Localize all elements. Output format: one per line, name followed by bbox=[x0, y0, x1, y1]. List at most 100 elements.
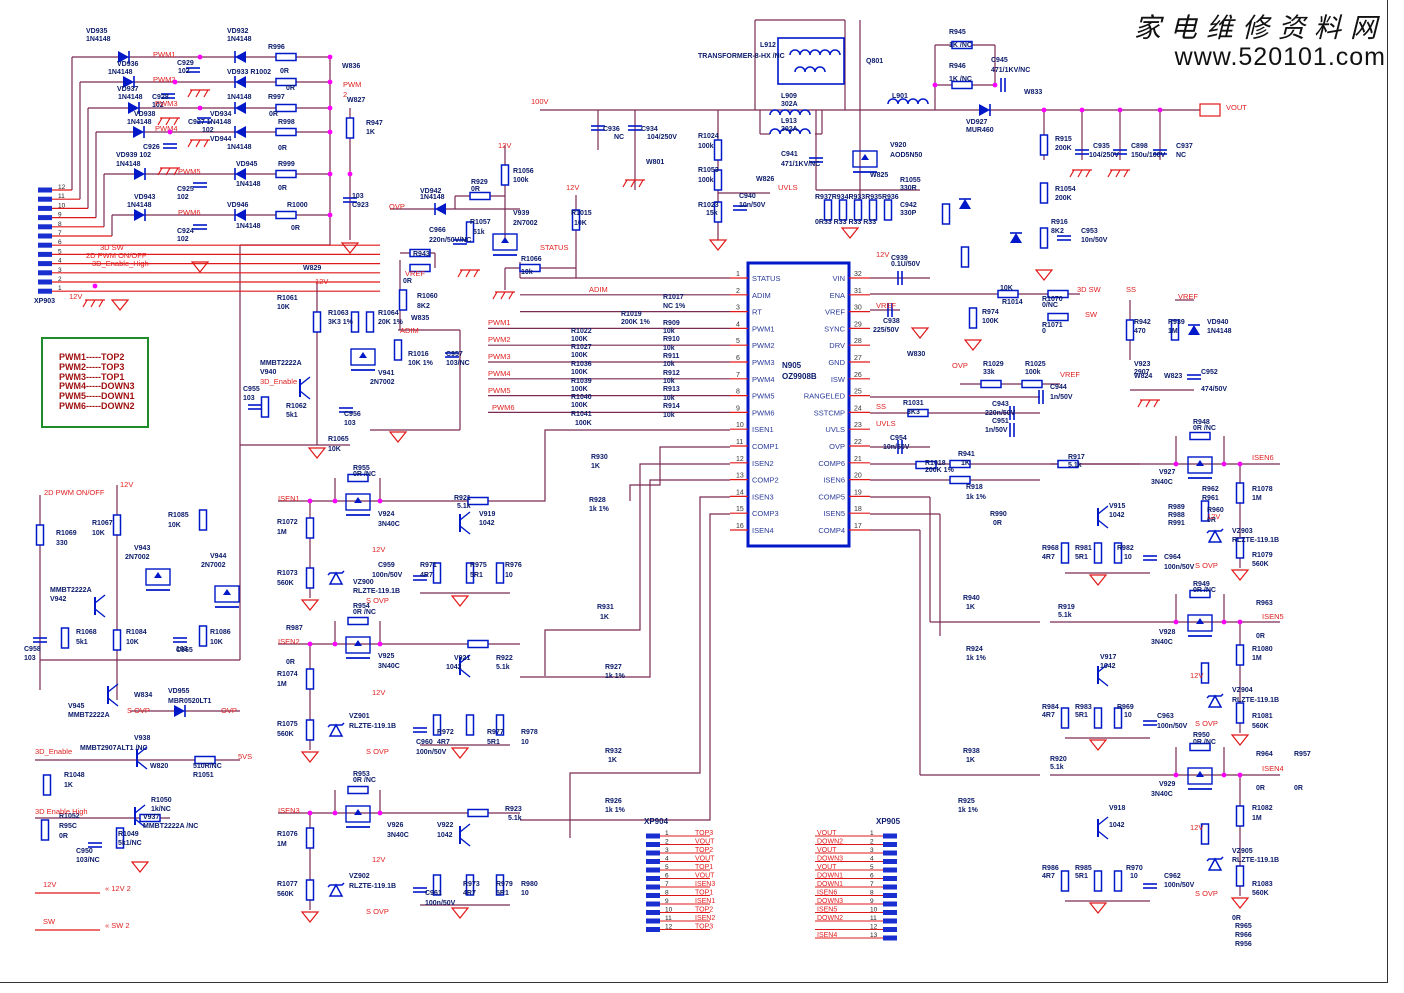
connector-pin-number: 1 bbox=[870, 830, 874, 837]
component-label: R938 bbox=[963, 748, 980, 755]
resistor-symbol bbox=[465, 714, 475, 736]
component-label: R996 bbox=[268, 44, 285, 51]
mosfet-symbol bbox=[492, 233, 518, 251]
component-label: 3N40C bbox=[378, 521, 400, 528]
component-label: V940 bbox=[260, 369, 276, 376]
junction-dot bbox=[172, 79, 178, 85]
net-label: 12V bbox=[372, 855, 385, 864]
transistor-symbol bbox=[94, 608, 106, 618]
component-label: R991 bbox=[1168, 520, 1185, 527]
component-label: R1063 bbox=[328, 310, 349, 317]
component-label: 10K bbox=[277, 304, 290, 311]
component-label: R1029 bbox=[983, 361, 1004, 368]
diode-symbol bbox=[235, 51, 246, 63]
connector-pin-number: 11 bbox=[58, 193, 65, 200]
connector-ref: XP904 bbox=[644, 817, 669, 826]
resistor-symbol bbox=[1060, 542, 1070, 564]
junction-dot bbox=[1173, 461, 1179, 467]
resistor-symbol bbox=[960, 246, 970, 268]
junction-dot bbox=[332, 810, 338, 816]
resistor-symbol bbox=[1113, 870, 1123, 892]
component-label: V923 bbox=[1134, 361, 1150, 368]
net-label: 100V bbox=[531, 97, 549, 106]
component-label: 4R7 bbox=[1042, 873, 1055, 880]
ic-pin-name: ENA bbox=[830, 291, 845, 300]
component-label: R975 bbox=[470, 562, 487, 569]
component-label: 10K bbox=[92, 530, 105, 537]
component-label: 0R bbox=[1294, 785, 1303, 792]
ic-pin-name: PWM3 bbox=[752, 358, 775, 367]
wire bbox=[520, 513, 730, 821]
component-label: 0R bbox=[59, 833, 68, 840]
component-label: R953 bbox=[353, 771, 370, 778]
mosfet-symbol bbox=[145, 568, 171, 586]
connector-pin-number: 13 bbox=[870, 932, 878, 939]
resistor-symbol bbox=[1060, 707, 1070, 729]
component-label: VZ905 bbox=[1232, 848, 1253, 855]
net-label: 12V bbox=[372, 688, 385, 697]
mosfet-symbol bbox=[350, 348, 376, 366]
component-label: 5R1 bbox=[487, 739, 500, 746]
component-label: 560K bbox=[1252, 890, 1269, 897]
component-label: 4R7 bbox=[437, 739, 450, 746]
chassis-ground-icon bbox=[1123, 169, 1129, 178]
component-label: W824 bbox=[1134, 373, 1152, 380]
resistor-symbol bbox=[194, 755, 216, 765]
wire bbox=[520, 429, 730, 502]
component-label: R924 bbox=[966, 646, 983, 653]
resistor-symbol bbox=[275, 127, 297, 137]
component-label: 510R/NC bbox=[193, 763, 222, 770]
chassis-ground-icon bbox=[630, 179, 636, 188]
ground-icon bbox=[963, 339, 983, 351]
component-label: C943 bbox=[992, 401, 1009, 408]
ic-pin-number: 22 bbox=[854, 439, 862, 446]
component-label: 2907 bbox=[1134, 369, 1150, 376]
net-label: SS bbox=[1126, 285, 1136, 294]
ground-icon bbox=[840, 227, 860, 239]
component-label: R966 bbox=[1235, 932, 1252, 939]
ground-icon bbox=[1088, 574, 1108, 586]
component-label: R1067 bbox=[92, 520, 113, 527]
net-label: SS bbox=[876, 402, 886, 411]
component-label: 10n/50V bbox=[883, 444, 910, 451]
component-label: 10k bbox=[663, 412, 675, 419]
component-label: R1075 bbox=[277, 721, 298, 728]
component-label: V941 bbox=[378, 370, 394, 377]
component-label: R1027 bbox=[571, 344, 592, 351]
net-label: S OVP bbox=[366, 596, 389, 605]
connector-net-label: TOP2 bbox=[695, 847, 713, 854]
resistor-symbol bbox=[1200, 500, 1210, 522]
component-label: 0R bbox=[1232, 915, 1241, 922]
component-label: 100n/50V bbox=[425, 900, 456, 907]
component-label: 0R /NC bbox=[1193, 425, 1216, 432]
connector-pin bbox=[883, 910, 897, 915]
component-label: 1n/50V bbox=[1050, 394, 1073, 401]
component-label: R997 bbox=[268, 94, 285, 101]
diode-symbol bbox=[1188, 325, 1200, 335]
net-label: VREF bbox=[1178, 292, 1198, 301]
net-label: S OVP bbox=[1195, 719, 1218, 728]
component-label: R957 bbox=[1294, 751, 1311, 758]
chassis-ground-icon bbox=[165, 117, 171, 126]
resistor-symbol bbox=[519, 263, 541, 273]
net-label: 12V bbox=[372, 545, 385, 554]
component-label: C952 bbox=[1201, 369, 1218, 376]
resistor-symbol bbox=[713, 139, 723, 161]
mosfet-symbol bbox=[852, 150, 878, 168]
junction-dot bbox=[307, 810, 313, 816]
ic-pin-name: ISEN4 bbox=[752, 526, 774, 535]
resistor-symbol bbox=[305, 668, 315, 690]
component-label: 1N4148 bbox=[108, 69, 133, 76]
net-label: S OVP bbox=[1195, 561, 1218, 570]
component-label: 1042 bbox=[437, 832, 453, 839]
transistor-symbol bbox=[1097, 816, 1109, 826]
component-label: R1055 bbox=[900, 177, 921, 184]
resistor-symbol bbox=[275, 169, 297, 179]
component-label: 0R /NC bbox=[1193, 587, 1216, 594]
component-label: TRANSFORMER-8-HX /NC bbox=[698, 53, 785, 60]
component-label: 0R bbox=[291, 225, 300, 232]
chassis-ground-icon bbox=[203, 89, 209, 98]
ic-pin-number: 11 bbox=[736, 439, 743, 446]
component-label: VD943 bbox=[134, 194, 156, 201]
zener-symbol bbox=[1206, 528, 1224, 534]
